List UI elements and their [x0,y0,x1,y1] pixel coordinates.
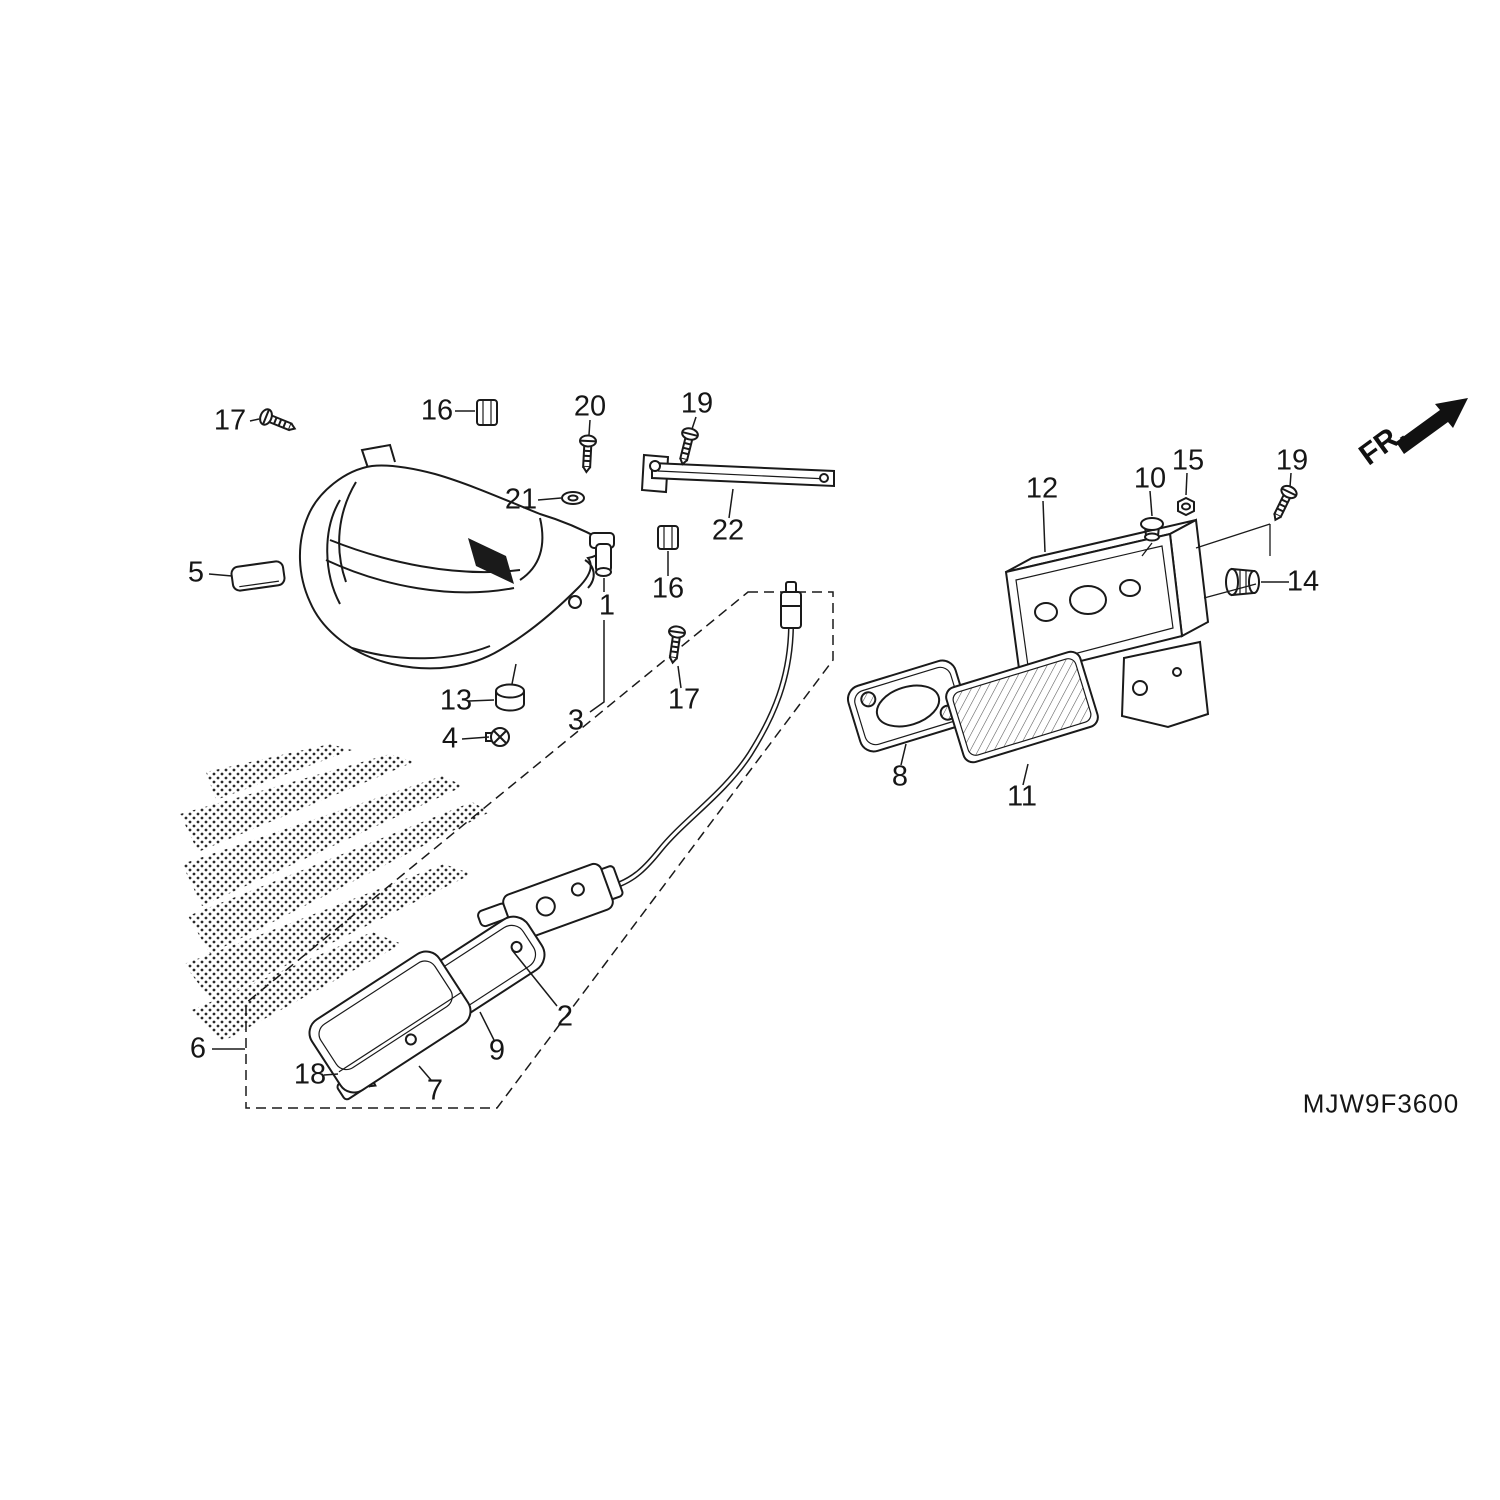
rubber-pad-art [230,560,286,592]
callout-14: 14 [1286,565,1320,598]
bulb-socket-4-art [485,727,510,747]
stay-bracket-art [640,453,835,494]
construction-lines [1141,523,1271,599]
fr-arrow: FR. [1353,398,1468,472]
callout-20: 20 [573,390,607,423]
bolt-17a-icon [256,406,299,438]
taillight-unit-art [1004,518,1210,729]
diagram-code: MJW9F3600 [1302,1088,1460,1119]
grommet-13-art [495,683,525,712]
callout-3: 3 [567,704,585,737]
callout-15: 15 [1171,444,1205,477]
callout-9: 9 [488,1034,506,1067]
callout-22: 22 [711,514,745,547]
callout-6: 6 [189,1032,207,1065]
wire-harness-art [618,581,802,887]
callout-17-b: 17 [667,683,701,716]
fr-label: FR. [1353,417,1411,472]
taillight-cover-art [299,443,605,670]
clip-16b-art [657,525,679,550]
grommet-10-art [1140,517,1164,542]
callout-16-b: 16 [651,572,685,605]
callout-19-b: 19 [1275,444,1309,477]
callout-18: 18 [293,1058,327,1091]
leader-lines [208,410,1292,1081]
callout-13: 13 [439,684,473,717]
callout-12: 12 [1025,472,1059,505]
nut-15-art [1177,496,1195,517]
assembly-boundary-dashes [245,591,834,1109]
clip-16a-art [476,399,498,426]
callout-2: 2 [556,1000,574,1033]
stipple-texture [180,744,490,1042]
callout-10: 10 [1133,462,1167,495]
taillight-lens-art [945,650,1099,764]
elbow-joint-art [589,532,615,577]
callout-21: 21 [504,483,538,516]
fr-arrow-icon [1396,398,1468,454]
callout-16-a: 16 [420,394,454,427]
screw-19b-icon [1267,482,1300,525]
license-lamp-housing-art [308,950,472,1101]
callout-8: 8 [891,760,909,793]
callout-1: 1 [598,589,616,622]
callout-5: 5 [187,556,205,589]
screw-20-icon [577,434,598,474]
harness-connector [780,581,802,629]
callout-11: 11 [1006,780,1038,813]
callout-7: 7 [426,1074,444,1107]
callout-19-a: 19 [680,387,714,420]
screw-19a-icon [673,425,701,468]
callout-4: 4 [441,722,459,755]
washer-21-art [561,491,585,505]
callout-17-a: 17 [213,404,247,437]
